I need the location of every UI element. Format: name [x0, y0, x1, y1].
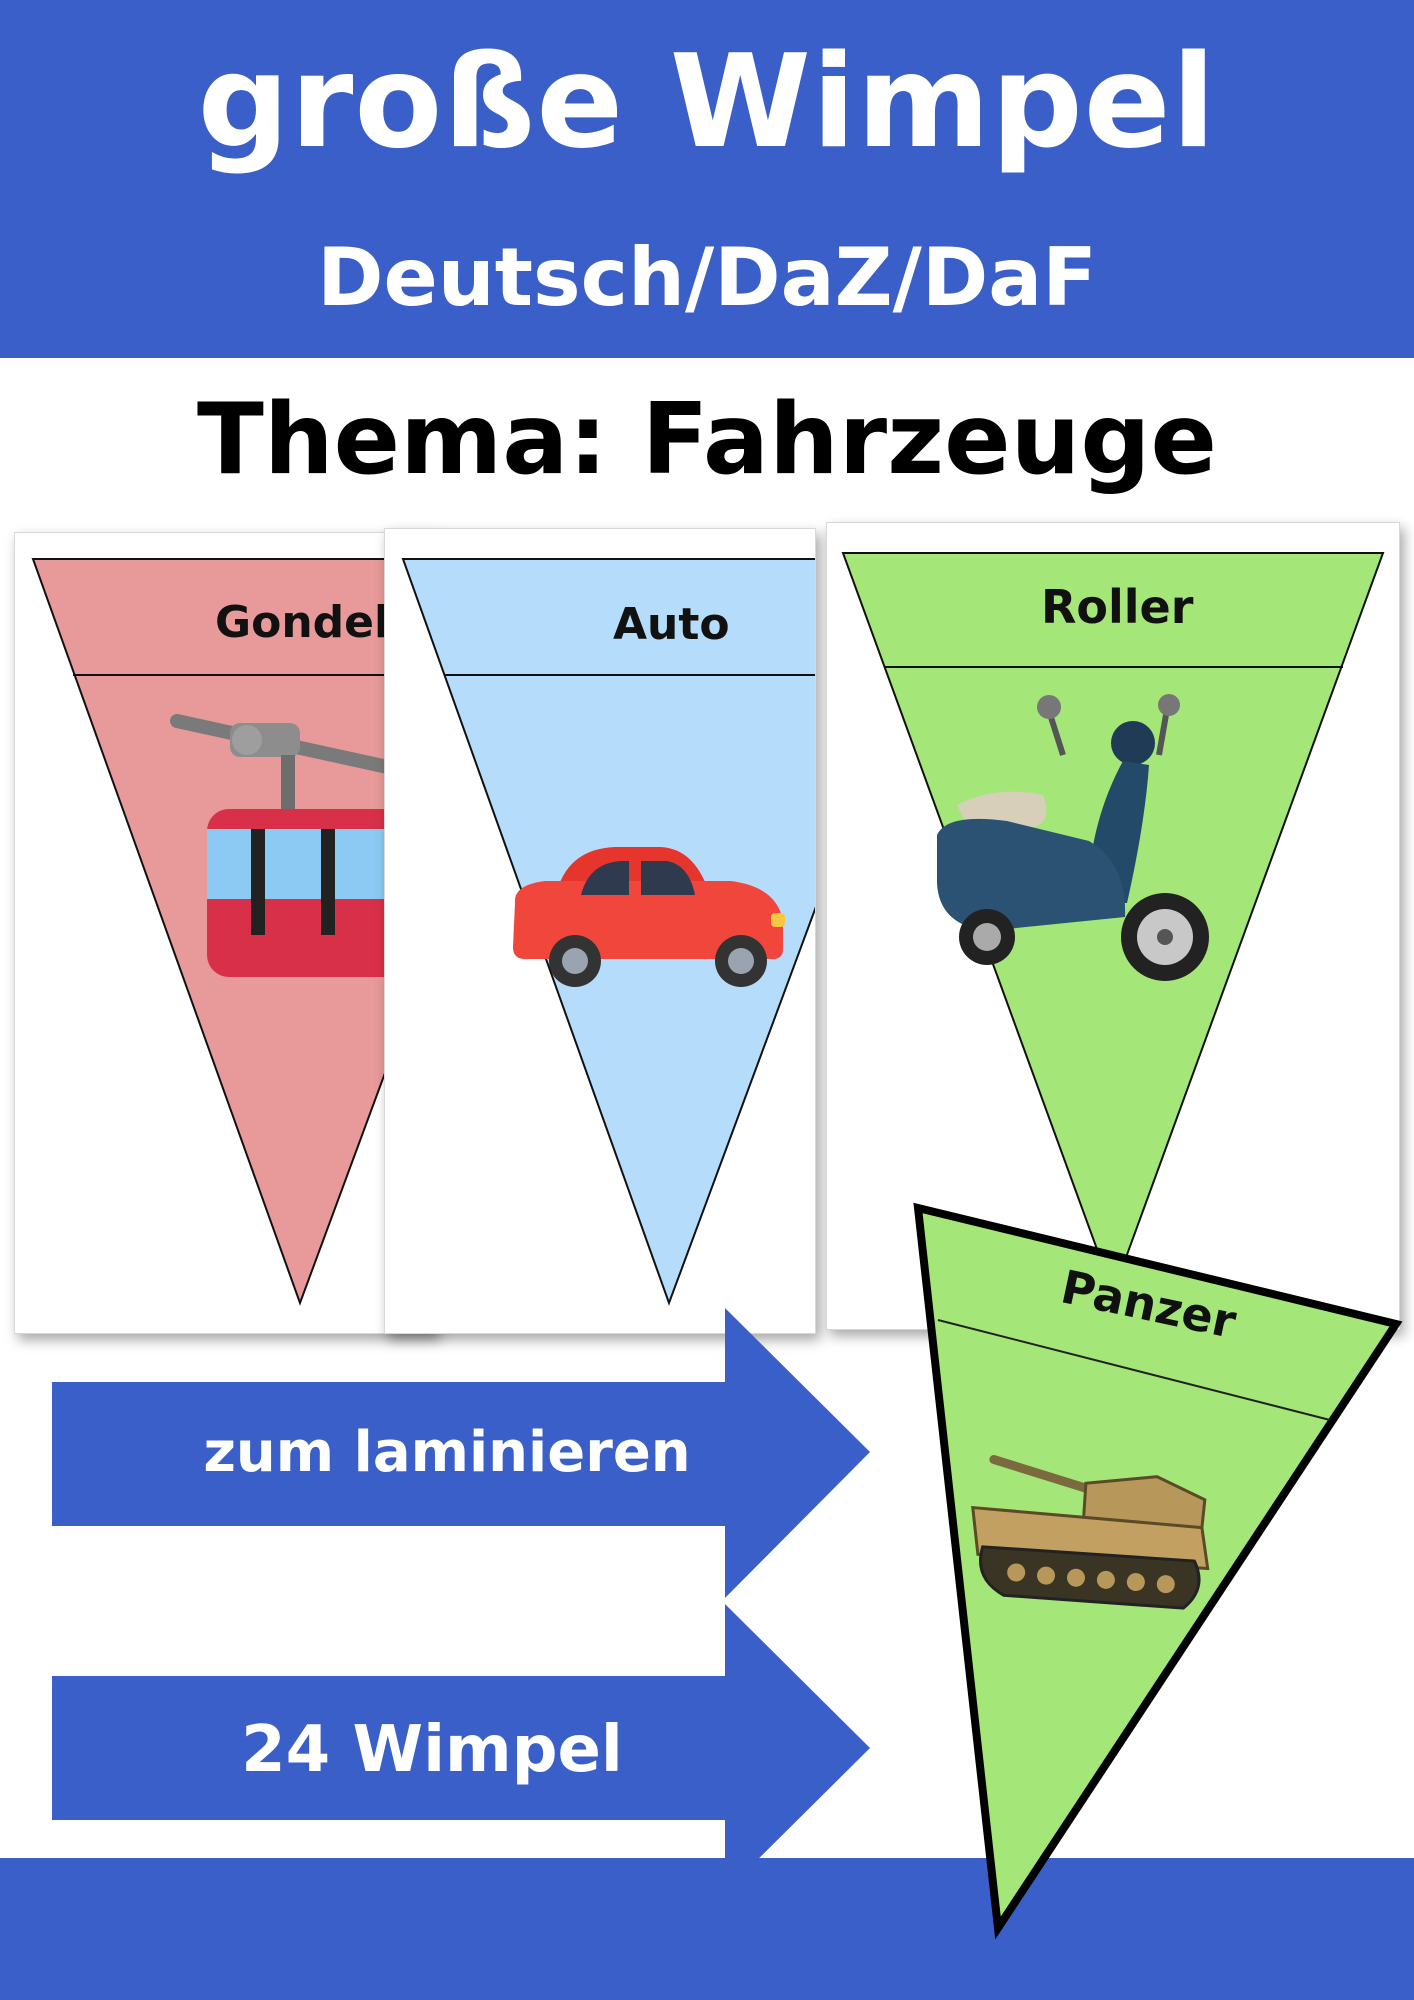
arrow-label-24-wimpel: 24 Wimpel — [241, 1713, 623, 1787]
header-banner — [0, 0, 1414, 358]
topic-heading: Thema: Fahrzeuge — [197, 383, 1217, 497]
pennant-label-auto: Auto — [613, 599, 730, 650]
car-icon — [513, 847, 785, 987]
pennant-label-gondel: Gondel — [215, 597, 389, 648]
page-title: große Wimpel — [197, 28, 1217, 177]
page-subtitle: Deutsch/DaZ/DaF — [317, 231, 1097, 324]
footer-banner — [0, 1858, 1414, 2000]
pennant-label-roller: Roller — [1041, 580, 1194, 634]
pennant-auto: Auto — [401, 558, 815, 1306]
arrow-label-laminieren: zum laminieren — [203, 1420, 691, 1485]
cable-car-icon — [170, 714, 435, 977]
pennant-card-roller: Roller — [826, 522, 1400, 1330]
pennant-card-auto: Auto — [384, 528, 816, 1334]
scooter-icon — [937, 694, 1209, 981]
tank-icon — [971, 1455, 1210, 1610]
pennant-card-gondel: Gondel — [14, 532, 436, 1334]
pennant-gondel: Gondel — [31, 558, 435, 1306]
pennant-roller: Roller — [841, 552, 1385, 1296]
